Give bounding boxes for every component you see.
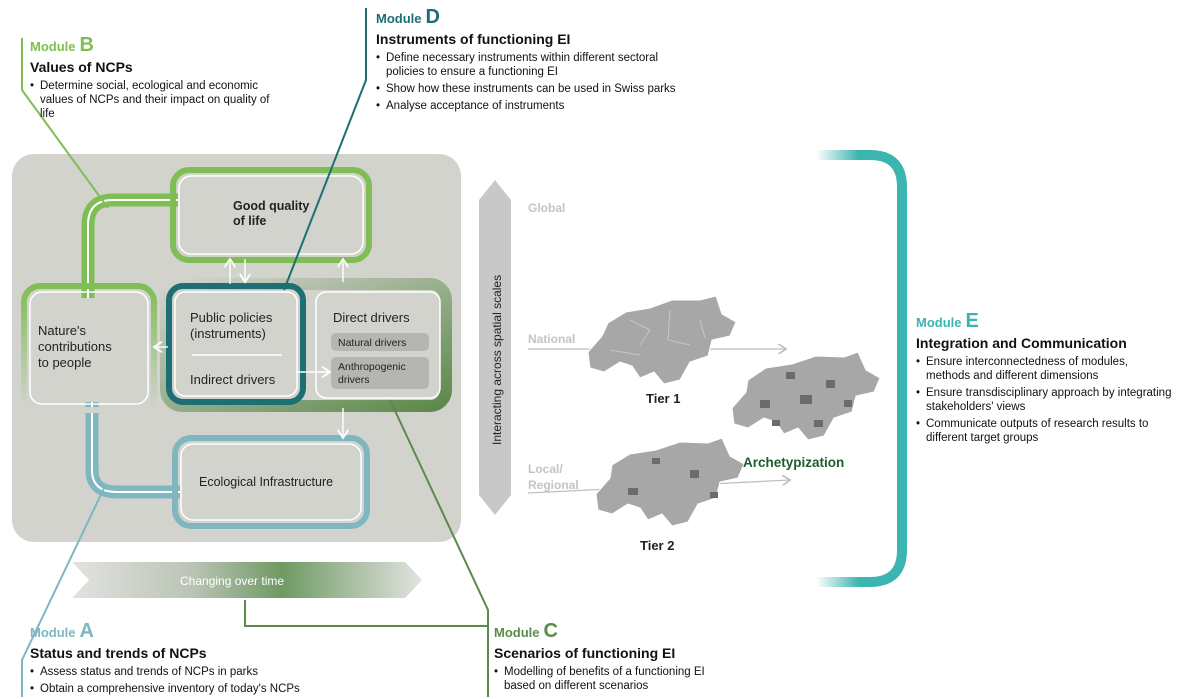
module-a-letter: A <box>79 620 94 642</box>
map-tier2 <box>595 437 745 527</box>
module-c-bullets: Modelling of benefits of a functioning E… <box>494 665 734 693</box>
module-e-label: Module <box>916 315 962 330</box>
ei-label: Ecological Infrastructure <box>199 475 333 489</box>
module-e-bullet: Ensure interconnectedness of modules, me… <box>916 355 1174 383</box>
module-d-bullet: Define necessary instruments within diff… <box>376 51 666 79</box>
module-c-bullet: Modelling of benefits of a functioning E… <box>494 665 734 693</box>
module-d-bullets: Define necessary instruments within diff… <box>376 51 736 113</box>
module-a-title: Status and trends of NCPs <box>30 645 207 661</box>
scale-local-label-line1: Local/ <box>528 462 563 476</box>
direct-drivers-label: Direct drivers <box>333 310 410 325</box>
scale-local-label-line2: Regional <box>528 478 579 492</box>
module-a-bullet: Assess status and trends of NCPs in park… <box>30 665 370 679</box>
module-b-title: Values of NCPs <box>30 59 133 75</box>
module-e-bracket <box>816 150 907 587</box>
module-b-loop <box>81 167 372 298</box>
spatial-scale-axis: Interacting across spatial scales <box>479 180 511 515</box>
policies-label-line2: (instruments) <box>190 326 266 341</box>
map-tier1 <box>587 295 737 385</box>
module-e-bullets: Ensure interconnectedness of modules, me… <box>916 355 1174 445</box>
module-c-title: Scenarios of functioning EI <box>494 645 676 661</box>
module-leader-lines <box>21 8 489 697</box>
module-e-letter: E <box>965 310 979 332</box>
module-a-label: Module <box>30 625 76 640</box>
tier1-label: Tier 1 <box>646 391 680 406</box>
ecological-infrastructure-box: Ecological Infrastructure <box>180 443 362 521</box>
module-c-letter: C <box>543 620 558 642</box>
quality-label-line2: of life <box>233 214 266 228</box>
module-e-title: Integration and Communication <box>916 335 1127 351</box>
flow-arrows <box>154 259 343 438</box>
map-archetypization <box>731 351 881 441</box>
scale-national-label: National <box>528 332 575 346</box>
module-a-bullet: Obtain a comprehensive inventory of toda… <box>30 682 370 696</box>
time-arrow: Changing over time <box>72 562 422 598</box>
tier2-label: Tier 2 <box>640 538 674 553</box>
anthropogenic-drivers-line1: Anthropogenic <box>338 361 406 373</box>
module-e-bullet: Ensure transdisciplinary approach by int… <box>916 386 1174 414</box>
module-d-bullet: Analyse acceptance of instruments <box>376 99 736 113</box>
module-d-title: Instruments of functioning EI <box>376 31 571 47</box>
archetypization-label: Archetypization <box>743 455 844 470</box>
ncp-label-line1: Nature's <box>38 323 87 338</box>
quality-of-life-box: Good quality of life <box>178 175 364 255</box>
module-d-letter: D <box>425 6 440 28</box>
spatial-scale-axis-label: Interacting across spatial scales <box>490 275 504 445</box>
module-b-bullet: Determine social, ecological and economi… <box>30 79 270 121</box>
module-c-label: Module <box>494 625 540 640</box>
module-b-bullets: Determine social, ecological and economi… <box>30 79 270 121</box>
module-b-label: Module <box>30 39 76 54</box>
policies-box: Public policies (instruments) Indirect d… <box>166 283 306 405</box>
indirect-drivers-label: Indirect drivers <box>190 372 276 387</box>
module-d-bullet: Show how these instruments can be used i… <box>376 82 736 96</box>
direct-drivers-box: Direct drivers Natural drivers Anthropog… <box>315 291 441 399</box>
natural-drivers-label: Natural drivers <box>338 337 406 349</box>
time-arrow-label: Changing over time <box>180 574 284 588</box>
module-b-letter: B <box>79 34 94 56</box>
ncp-label-line3: to people <box>38 355 92 370</box>
policies-label-line1: Public policies <box>190 310 273 325</box>
ncp-label-line2: contributions <box>38 339 112 354</box>
module-d-label: Module <box>376 11 422 26</box>
quality-label-line1: Good quality <box>233 199 309 213</box>
module-e-bullet: Communicate outputs of research results … <box>916 417 1174 445</box>
scale-global-label: Global <box>528 201 565 215</box>
module-a-bullets: Assess status and trends of NCPs in park… <box>30 665 370 696</box>
anthropogenic-drivers-line2: drivers <box>338 374 370 386</box>
module-a-loop <box>85 402 370 529</box>
